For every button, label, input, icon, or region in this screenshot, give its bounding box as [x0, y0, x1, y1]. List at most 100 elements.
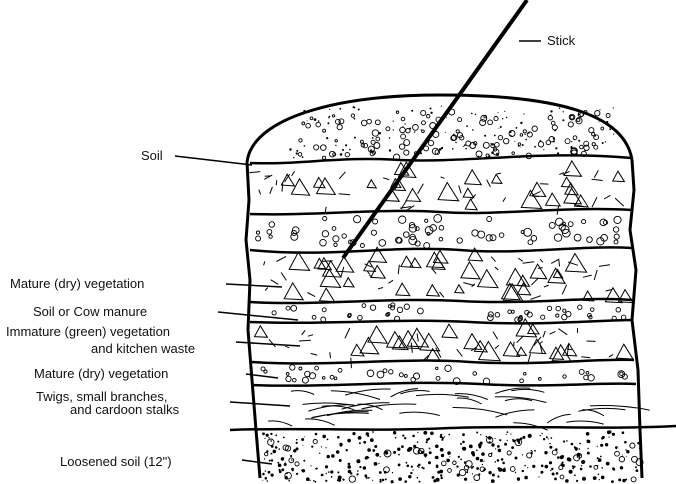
soil-speck: [296, 442, 298, 444]
soil-speck: [310, 480, 311, 481]
soil-speck: [554, 478, 557, 481]
soil-speck: [520, 122, 522, 124]
soil-speck: [602, 436, 605, 439]
soil-speck: [268, 471, 271, 474]
soil-speck: [374, 445, 377, 448]
soil-speck: [563, 440, 565, 442]
stem-fragment: [562, 285, 567, 295]
leaf-fragment: [465, 199, 477, 210]
soil-speck: [579, 448, 581, 450]
pebble: [442, 461, 447, 466]
soil-speck: [393, 431, 396, 434]
soil-speck: [424, 453, 428, 457]
leaf-fragment: [336, 257, 354, 273]
soil-speck: [599, 479, 600, 480]
soil-speck: [357, 473, 359, 475]
soil-speck: [480, 459, 483, 462]
pebble: [568, 122, 573, 127]
soil-speck: [417, 432, 418, 433]
pebble: [524, 372, 527, 375]
stem-fragment: [604, 195, 610, 199]
immature-vegetation-label-line2: and kitchen waste: [91, 341, 195, 356]
pebble: [411, 377, 416, 382]
soil-speck: [540, 471, 543, 474]
soil-speck: [321, 474, 324, 477]
stem-fragment: [269, 339, 276, 347]
soil-speck: [270, 433, 272, 435]
pebble: [574, 234, 581, 241]
stem-fragment: [583, 275, 592, 277]
layer-boundary-2: [250, 209, 632, 214]
soil-speck: [476, 457, 480, 461]
soil-speck: [525, 139, 527, 141]
twig: [313, 413, 369, 418]
soil-speck: [579, 443, 581, 445]
pebble: [541, 315, 545, 319]
soil-speck: [453, 134, 455, 136]
soil-speck: [605, 141, 606, 142]
soil-speck: [397, 448, 400, 451]
soil-speck: [541, 465, 544, 468]
soil-speck: [612, 468, 615, 471]
mature-vegetation-upper-texture: [249, 161, 624, 215]
soil-speck: [315, 433, 318, 436]
soil-speck: [331, 454, 335, 458]
pebble: [422, 121, 426, 125]
soil-speck: [313, 480, 315, 482]
soil-speck: [506, 117, 507, 118]
soil-speck: [524, 134, 525, 135]
pebble: [404, 140, 410, 146]
pebble: [549, 222, 555, 228]
soil-speck: [392, 472, 393, 473]
soil-speck: [266, 480, 268, 482]
soil-speck: [605, 443, 608, 446]
soil-speck: [448, 454, 449, 455]
soil-speck: [279, 470, 282, 473]
soil-speck: [426, 441, 428, 443]
stem-fragment: [307, 293, 315, 297]
soil-speck: [541, 433, 542, 434]
pebble: [538, 378, 541, 381]
stem-fragment: [540, 259, 543, 262]
stem-fragment: [518, 258, 522, 261]
soil-speck: [327, 455, 330, 458]
soil-speck: [372, 137, 374, 139]
soil-speck: [296, 473, 298, 475]
pebble: [556, 218, 564, 226]
stem-fragment: [311, 353, 317, 355]
soil-speck: [495, 448, 496, 449]
pebble: [620, 372, 623, 375]
soil-speck: [498, 128, 499, 129]
pebble: [371, 140, 375, 144]
soil-speck: [501, 458, 504, 461]
mature-upper-leader-line: [226, 284, 282, 287]
soil-speck: [302, 445, 303, 446]
soil-speck: [328, 471, 330, 473]
leaf-fragment: [406, 189, 421, 202]
soil-speck: [439, 148, 442, 151]
soil-speck: [380, 479, 382, 481]
soil-speck: [625, 479, 627, 481]
soil-speck: [543, 149, 544, 150]
leaf-fragment: [463, 188, 474, 197]
pebble: [338, 368, 342, 372]
leaf-fragment: [289, 252, 309, 270]
soil-speck: [472, 129, 474, 131]
soil-speck: [402, 126, 403, 127]
pebble: [349, 476, 355, 482]
soil-speck: [342, 479, 344, 481]
soil-speck: [316, 468, 318, 470]
soil-speck: [584, 150, 585, 151]
soil-speck: [516, 127, 518, 129]
soil-speck: [597, 446, 598, 447]
soil-speck: [475, 114, 476, 115]
twig: [582, 410, 604, 416]
stem-fragment: [491, 257, 495, 262]
soil-speck: [510, 135, 511, 136]
soil-speck: [296, 150, 298, 152]
leaf-fragment: [465, 170, 482, 185]
soil-speck: [337, 436, 340, 439]
pebble: [563, 375, 566, 378]
soil-speck: [357, 470, 359, 472]
